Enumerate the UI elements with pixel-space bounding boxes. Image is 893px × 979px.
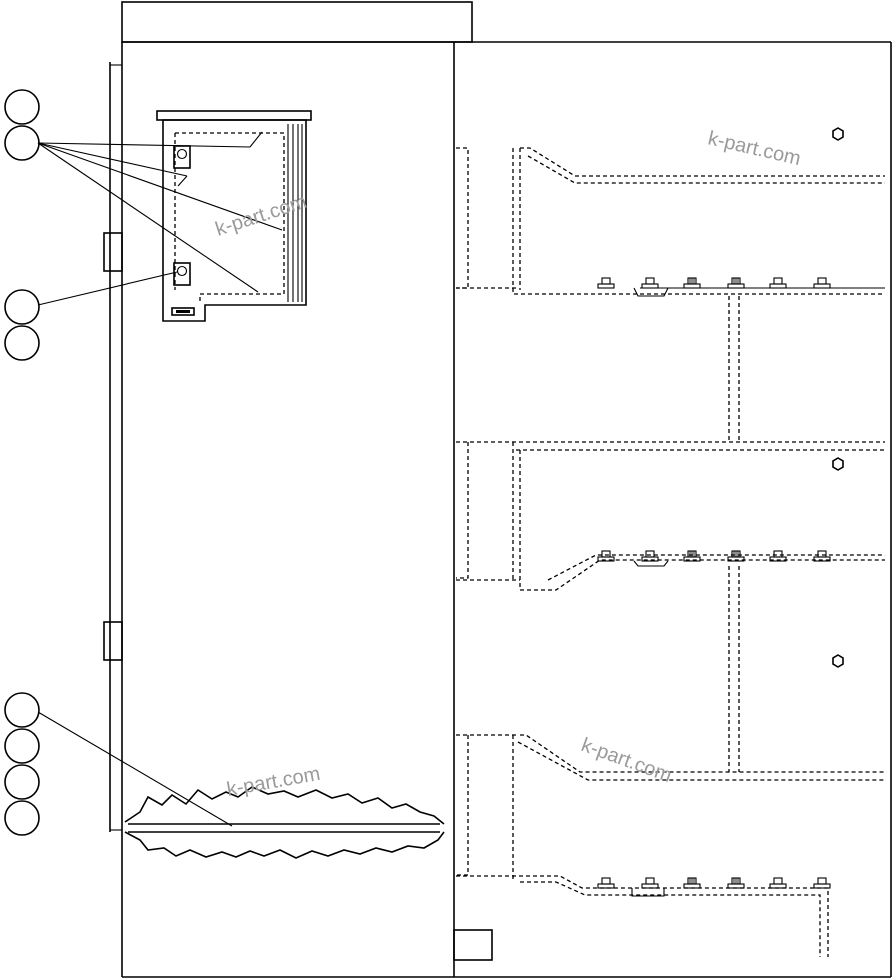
terminal-block xyxy=(683,550,701,562)
terminal-block xyxy=(769,277,787,289)
lower-hinge xyxy=(103,621,123,661)
callout-2 xyxy=(4,125,40,161)
callout-5 xyxy=(4,692,40,728)
corner-box xyxy=(453,929,493,961)
lower-fastener xyxy=(173,262,191,286)
door-bracket xyxy=(156,110,312,322)
terminal-block xyxy=(813,877,831,889)
upper-fastener xyxy=(173,145,191,169)
terminal-block xyxy=(769,550,787,562)
terminal-block xyxy=(641,550,659,562)
terminal-blocks xyxy=(597,277,831,889)
terminal-block xyxy=(727,550,745,562)
callout-8 xyxy=(4,800,40,836)
upper-hinge xyxy=(103,232,123,272)
callout-4 xyxy=(4,325,40,361)
hex-nuts xyxy=(832,127,844,668)
cutaway-section xyxy=(124,786,445,859)
hex-nut-middle xyxy=(832,457,844,471)
terminal-block xyxy=(813,550,831,562)
terminal-block xyxy=(683,277,701,289)
terminal-block xyxy=(727,877,745,889)
callout-6 xyxy=(4,728,40,764)
cabinet-outline xyxy=(121,1,892,978)
watermark-cutaway: k-part.com xyxy=(225,763,322,801)
terminal-block xyxy=(641,277,659,289)
slot-latch xyxy=(171,307,195,316)
terminal-block xyxy=(597,277,615,289)
hex-nut-lower xyxy=(832,654,844,668)
watermarks: k-part.com k-part.com k-part.com k-part.… xyxy=(213,127,803,800)
terminal-block xyxy=(597,550,615,562)
hex-nut-upper xyxy=(832,127,844,141)
watermark-bracket: k-part.com xyxy=(213,191,310,241)
terminal-block xyxy=(769,877,787,889)
callout-7 xyxy=(4,764,40,800)
door-hinge-side xyxy=(103,62,123,832)
terminal-block xyxy=(683,877,701,889)
interior-rails xyxy=(456,147,885,957)
terminal-block xyxy=(813,277,831,289)
terminal-block xyxy=(727,277,745,289)
callout-1 xyxy=(4,89,40,125)
callout-balloons xyxy=(4,89,40,836)
terminal-block xyxy=(641,877,659,889)
terminal-block xyxy=(597,877,615,889)
leader-lines xyxy=(37,131,283,827)
watermark-upper-right: k-part.com xyxy=(706,127,803,170)
callout-3 xyxy=(4,289,40,325)
watermark-lower-right: k-part.com xyxy=(578,734,674,787)
